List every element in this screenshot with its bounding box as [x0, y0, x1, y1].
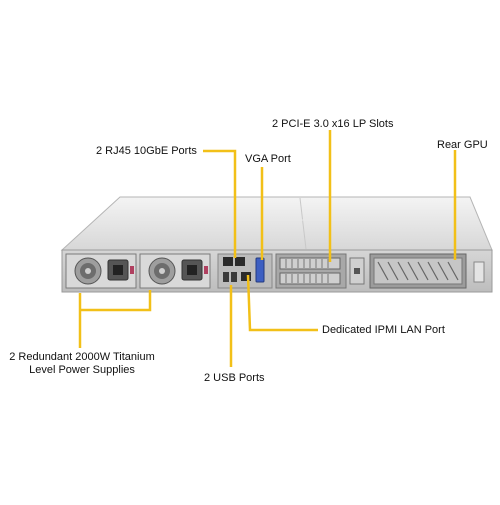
leader-ipmi: [246, 274, 318, 332]
callout-rear-gpu: Rear GPU: [437, 139, 488, 151]
rear-gpu: [369, 253, 467, 289]
callout-usb-ports: 2 USB Ports: [204, 372, 265, 384]
power-supply-1: [65, 253, 137, 289]
power-supply-2: [139, 253, 211, 289]
usb-port-2: [231, 272, 237, 282]
rj45-port-1: [223, 257, 233, 266]
ipmi-port: [241, 272, 251, 281]
callout-ipmi-port: Dedicated IPMI LAN Port: [322, 324, 445, 336]
rj45-port-2: [235, 257, 245, 266]
callout-power-supplies: 2 Redundant 2000W Titanium Level Power S…: [4, 351, 160, 377]
pcie-slots: [275, 253, 347, 289]
callout-pcie-slots: 2 PCI-E 3.0 x16 LP Slots: [272, 118, 394, 130]
leader-psu-bridge: [80, 290, 152, 312]
callout-vga-port: VGA Port: [245, 153, 291, 165]
callout-rj45-ports: 2 RJ45 10GbE Ports: [96, 145, 197, 157]
vga-port: [255, 257, 265, 283]
io-panel: [217, 253, 273, 289]
callout-power-supplies-line2: Level Power Supplies: [29, 364, 135, 376]
callout-power-supplies-line1: 2 Redundant 2000W Titanium: [9, 351, 155, 363]
chassis-top: [60, 196, 493, 251]
leader-rj45: [203, 149, 237, 258]
usb-port-1: [223, 272, 229, 282]
